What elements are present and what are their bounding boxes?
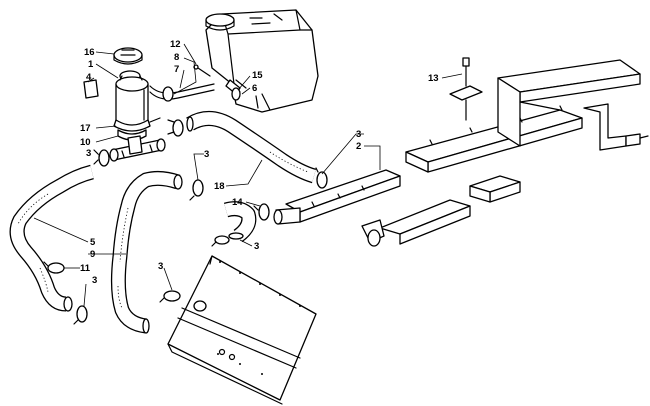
hose-clamp-h (73, 305, 88, 325)
hose-clamp-d (315, 167, 328, 189)
callout-18: 18 (214, 181, 225, 192)
left-coolant-hose (9, 164, 94, 312)
callout-16: 15 (252, 70, 263, 81)
mounting-bracket (83, 79, 99, 99)
reservoir-clamp (231, 87, 241, 101)
callout-5: 5 (90, 237, 96, 248)
overflow-hose (149, 83, 215, 100)
callout-3b: 3 (356, 129, 361, 140)
callout-labels: 16 1 4 17 10 3 12 8 7 15 6 13 3 2 3 18 1… (80, 39, 439, 286)
callout-8: 8 (174, 52, 179, 63)
rear-mount-bolt (449, 57, 483, 121)
callout-2: 2 (356, 141, 361, 152)
callout-1: 1 (88, 59, 94, 70)
callout-9: 9 (90, 249, 95, 260)
callout-17: 17 (80, 123, 91, 134)
callout-11: 11 (80, 263, 91, 274)
filler-neck-tank (115, 70, 149, 130)
callout-3d: 3 (254, 241, 259, 252)
leader-lines (33, 43, 463, 307)
mounting-strap (113, 117, 161, 132)
coolant-reservoir (205, 9, 319, 113)
callout-3f: 3 (158, 261, 163, 272)
callout-3a: 3 (86, 148, 91, 159)
callout-3e: 3 (92, 275, 97, 286)
callout-4: 4 (86, 72, 92, 83)
heat-exchanger-front (273, 169, 401, 225)
tee-fitting (109, 135, 166, 162)
hose-clamp-j (162, 86, 174, 102)
callout-7: 7 (174, 64, 179, 75)
upper-coolant-hose (186, 111, 317, 184)
callout-3c: 3 (204, 149, 209, 160)
hose-clamp-e (253, 203, 270, 221)
callout-15: 14 (232, 197, 243, 208)
hose-clamp-i (159, 290, 181, 303)
callout-10: 10 (80, 137, 91, 148)
rear-heat-exchanger (361, 59, 649, 247)
small-screw (193, 64, 211, 77)
callout-6: 6 (252, 83, 257, 94)
hose-clamp-f (211, 235, 230, 247)
callout-14: 16 (84, 47, 95, 58)
center-coolant-hose (110, 170, 183, 334)
callout-12: 12 (170, 39, 181, 50)
callout-13: 13 (428, 73, 439, 84)
pressure-cap (113, 47, 143, 65)
hose-clamp-b (167, 119, 184, 137)
elbow-hose (223, 201, 257, 243)
hose-clamp-c (189, 179, 204, 201)
radiator-shield-panel (167, 255, 317, 405)
